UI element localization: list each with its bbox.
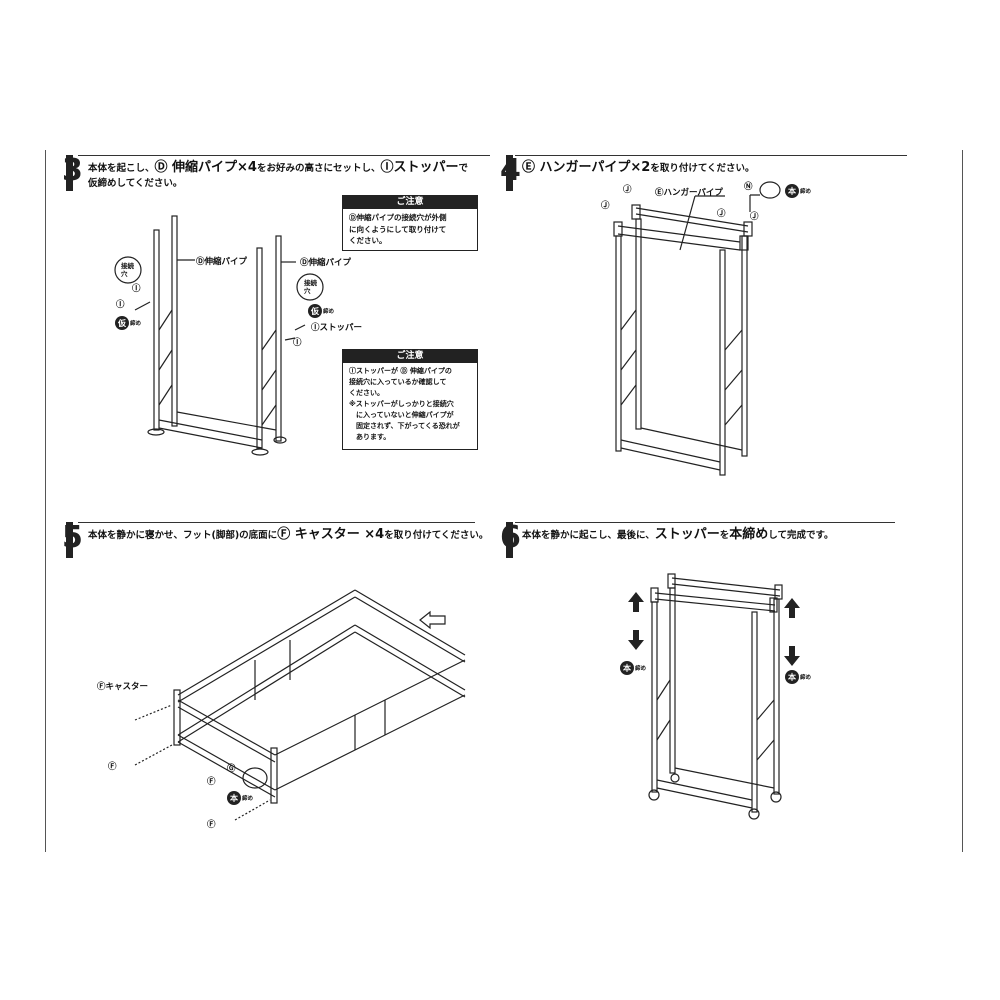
label-j: Ⓙ <box>623 185 632 195</box>
text: 本体を静かに寝かせ、フット(脚部)の底面に <box>88 530 278 541</box>
final-tighten-badge: 本締め <box>785 184 811 198</box>
right-border <box>962 150 963 852</box>
label-j: Ⓙ <box>750 212 759 222</box>
label-f: Ⓕ <box>207 820 216 830</box>
badge-char: 仮 <box>308 304 322 318</box>
text: 仮締めしてください。 <box>88 178 183 189</box>
label-extension-pipe-right: Ⓓ伸縮パイプ <box>300 258 352 268</box>
label-g: Ⓖ <box>227 764 236 774</box>
final-tighten-badge: 本締め <box>227 791 253 805</box>
text: 本体を静かに起こし、最後に、 <box>522 530 655 541</box>
step-4-number: 4 <box>500 153 521 188</box>
step-5-rule <box>78 522 475 523</box>
step-3-bar <box>66 155 73 191</box>
caution-note-2: ご注意 Ⓘストッパーが Ⓓ 伸縮パイプの 接続穴に入っているか確認して ください… <box>342 349 478 450</box>
caution-title: ご注意 <box>343 196 477 209</box>
text-em: ストッパー <box>654 527 720 542</box>
temporary-tighten-badge: 仮締め <box>115 316 141 330</box>
label-hanger-pipe: Ⓔハンガーパイプ <box>655 188 723 198</box>
text-em: 本締め <box>729 527 769 542</box>
step-6-instruction: 本体を静かに起こし、最後に、ストッパーを本締めして完成です。 <box>522 527 834 543</box>
text-em: Ⓘストッパー <box>380 160 459 175</box>
text-em: Ⓕ キャスター ×4 <box>277 527 385 542</box>
step-4-rule <box>515 155 907 156</box>
label-i: Ⓘ <box>293 338 302 348</box>
text: で <box>458 163 469 174</box>
left-border <box>45 150 46 852</box>
step-5-instruction: 本体を静かに寝かせ、フット(脚部)の底面にⒻ キャスター ×4を取り付けてくださ… <box>88 527 488 543</box>
label-connection-hole-right: 接続 穴 <box>304 279 317 295</box>
text: をお好みの高さにセットし、 <box>256 163 381 174</box>
step-3-rule <box>78 155 490 156</box>
text: を取り付けてください。 <box>384 530 489 541</box>
label-f: Ⓕ <box>207 777 216 787</box>
caution-body: Ⓘストッパーが Ⓓ 伸縮パイプの 接続穴に入っているか確認して ください。 ※ス… <box>349 367 460 441</box>
text-em: Ⓔ ハンガーパイプ×2 <box>522 160 651 175</box>
badge-suffix: 締め <box>323 309 335 315</box>
label-stopper: Ⓘストッパー <box>311 323 363 333</box>
label-j: Ⓙ <box>601 201 610 211</box>
text-em: Ⓓ 伸縮パイプ×4 <box>154 160 257 175</box>
badge-suffix: 締め <box>635 666 647 672</box>
text: 本体を起こし、 <box>88 163 155 174</box>
step-5-number: 5 <box>62 520 83 555</box>
step-6-number: 6 <box>500 520 521 555</box>
step-6-rule <box>515 522 895 523</box>
final-tighten-badge: 本締め <box>620 661 646 675</box>
step-5-bar <box>66 522 73 558</box>
temporary-tighten-badge: 仮締め <box>308 304 334 318</box>
caution-note-1: ご注意 Ⓓ伸縮パイプの接続穴が外側 に向くようにして取り付けて ください。 <box>342 195 478 251</box>
badge-suffix: 締め <box>800 675 812 681</box>
badge-char: 本 <box>620 661 634 675</box>
badge-suffix: 締め <box>800 189 812 195</box>
badge-char: 本 <box>785 184 799 198</box>
step-4-bar <box>506 155 513 191</box>
step-4-instruction: Ⓔ ハンガーパイプ×2を取り付けてください。 <box>522 160 755 176</box>
text: を取り付けてください。 <box>650 163 755 174</box>
caution-body: Ⓓ伸縮パイプの接続穴が外側 に向くようにして取り付けて ください。 <box>349 213 447 245</box>
badge-char: 仮 <box>115 316 129 330</box>
badge-suffix: 締め <box>130 321 142 327</box>
caution-title: ご注意 <box>343 350 477 363</box>
label-connection-hole-left: 接続 穴 <box>121 262 134 278</box>
step-6-bar <box>506 522 513 558</box>
label-i: Ⓘ <box>132 284 141 294</box>
label-j: Ⓙ <box>717 209 726 219</box>
badge-char: 本 <box>227 791 241 805</box>
label-f: Ⓕ <box>108 762 117 772</box>
label-i: Ⓘ <box>116 300 125 310</box>
badge-suffix: 締め <box>242 796 254 802</box>
final-tighten-badge: 本締め <box>785 670 811 684</box>
text: を <box>719 530 730 541</box>
step-3-instruction: 本体を起こし、Ⓓ 伸縮パイプ×4をお好みの高さにセットし、Ⓘストッパーで 仮締め… <box>88 160 488 191</box>
text: して完成です。 <box>768 530 834 541</box>
badge-char: 本 <box>785 670 799 684</box>
label-n: Ⓝ <box>744 182 753 192</box>
label-extension-pipe-left: Ⓓ伸縮パイプ <box>196 257 248 267</box>
step-3-number: 3 <box>62 153 83 188</box>
label-caster: Ⓕキャスター <box>97 682 149 692</box>
